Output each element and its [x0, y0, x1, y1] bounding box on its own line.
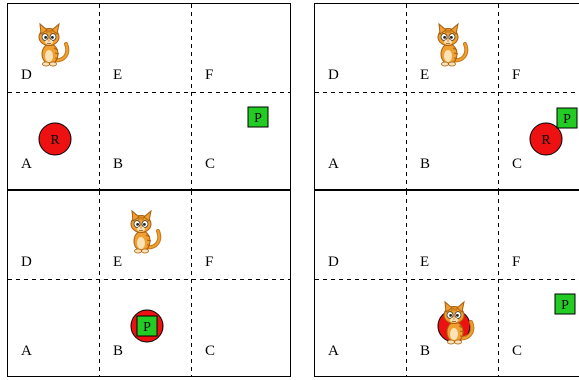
cell-label-b: B [113, 343, 123, 359]
package-label: P [254, 111, 262, 126]
cell-label-b: B [420, 343, 430, 359]
cell-label-c: C [512, 343, 522, 359]
panel-border [315, 191, 579, 377]
cell-label-a: A [328, 156, 339, 172]
cell-label-e: E [113, 254, 122, 270]
cell-label-f: F [205, 254, 213, 270]
cell-label-d: D [21, 254, 32, 270]
panel-3: D E F A B C P [8, 191, 291, 377]
cell-label-c: C [205, 343, 215, 359]
cell-label-d: D [21, 67, 32, 83]
cell-label-a: A [21, 156, 32, 172]
cell-label-e: E [113, 67, 122, 83]
cell-label-f: F [512, 254, 520, 270]
package-label: P [563, 112, 571, 127]
panel-4: D E F A B C P [315, 191, 579, 377]
cell-label-b: B [420, 156, 430, 172]
cell-label-c: C [512, 156, 522, 172]
robot-label: R [50, 133, 60, 148]
cell-label-f: F [205, 67, 213, 83]
cell-label-d: D [328, 254, 339, 270]
cell-label-e: E [420, 67, 429, 83]
package-label: P [143, 320, 151, 335]
robot-label: R [541, 133, 551, 148]
cell-label-a: A [328, 343, 339, 359]
cell-label-a: A [21, 343, 32, 359]
cell-label-e: E [420, 254, 429, 270]
cell-label-b: B [113, 156, 123, 172]
cell-label-f: F [512, 67, 520, 83]
package-label: P [561, 298, 569, 313]
cell-label-c: C [205, 156, 215, 172]
panel-1: D E F A B C R P [8, 4, 291, 190]
cell-label-d: D [328, 67, 339, 83]
panel-2: D E F A B C RP [315, 4, 579, 190]
